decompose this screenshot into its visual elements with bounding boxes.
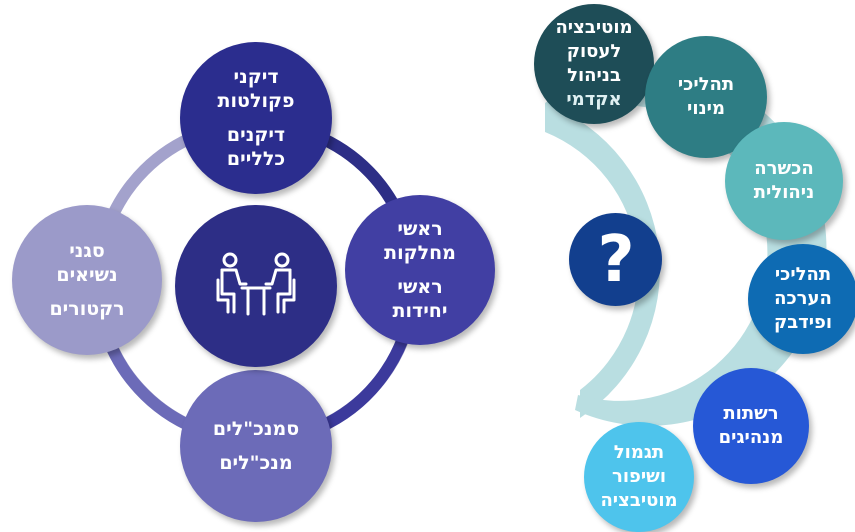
node-text: מינוי — [687, 98, 725, 119]
node-text: יחידות — [392, 300, 448, 322]
node-text: סמנכ"לים — [212, 418, 300, 440]
node-reward-motivation: תגמול ושיפור מוטיבציה — [584, 422, 694, 532]
node-text: מנהיגים — [718, 427, 784, 448]
node-text: דיקנים — [226, 124, 286, 146]
node-motivation-academic: מוטיבציה לעסוק בניהול אקדמי — [534, 4, 654, 124]
node-text: מחלקות — [384, 242, 456, 264]
node-deans: דיקני פקולטות דיקנים כלליים — [180, 42, 332, 194]
process-arc — [545, 103, 660, 418]
center-node — [175, 205, 337, 367]
node-text: כלליים — [226, 148, 286, 170]
node-vice-presidents: סגני נשיאים רקטורים — [12, 205, 162, 355]
node-text: מנכ"לים — [219, 452, 293, 474]
node-leader-networks: רשתות מנהיגים — [693, 368, 809, 484]
node-department-heads: ראשי מחלקות ראשי יחידות — [345, 195, 495, 345]
node-text: פקולטות — [217, 90, 295, 112]
node-text: ניהולית — [753, 182, 815, 203]
node-text: מוטיבציה — [600, 490, 678, 511]
question-mark-icon: ? — [597, 225, 634, 295]
node-text: בניהול — [567, 65, 621, 86]
node-text: סגני — [69, 240, 105, 262]
node-text: תהליכי — [677, 74, 735, 95]
svg-text:?: ? — [597, 225, 634, 295]
node-text: הערכה — [774, 288, 832, 309]
node-management-training: הכשרה ניהולית — [725, 122, 843, 240]
node-text: ראשי — [397, 276, 443, 298]
node-text: ראשי — [397, 218, 443, 240]
node-text: הכשרה — [754, 158, 814, 179]
node-evaluation-feedback: תהליכי הערכה ופידבק — [748, 244, 855, 354]
node-text: תגמול — [613, 442, 665, 463]
node-text: תהליכי — [774, 264, 832, 285]
node-text: מוטיבציה — [555, 17, 633, 38]
node-text: אקדמי — [566, 89, 622, 110]
node-vp-directors: סמנכ"לים מנכ"לים — [180, 370, 332, 522]
question-node: ? — [569, 213, 662, 306]
node-text: ושיפור — [612, 466, 666, 487]
node-text: נשיאים — [56, 264, 118, 286]
node-text: לעסוק — [566, 41, 622, 62]
node-text: רקטורים — [49, 298, 125, 320]
node-text: רשתות — [723, 403, 779, 424]
node-text: דיקני — [233, 66, 279, 88]
meeting-table-icon — [216, 252, 296, 316]
node-text: ופידבק — [773, 312, 833, 333]
